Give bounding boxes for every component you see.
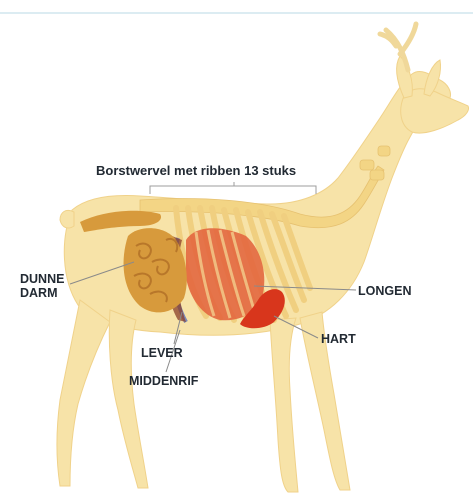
label-hart: HART — [321, 332, 356, 346]
label-dunne-darm-line2: DARM — [20, 286, 58, 300]
label-dunne-darm-line1: DUNNE — [20, 272, 64, 286]
label-middenrif: MIDDENRIF — [129, 374, 198, 388]
title-bracket — [150, 182, 316, 194]
deer-hind-leg-1 — [57, 300, 110, 486]
label-lever: LEVER — [141, 346, 183, 360]
deer-tail — [60, 210, 74, 228]
deer-hind-leg-2 — [109, 310, 148, 488]
deer-front-leg-1 — [270, 318, 298, 492]
diagram-title: Borstwervel met ribben 13 stuks — [96, 164, 296, 178]
label-longen: LONGEN — [358, 284, 411, 298]
